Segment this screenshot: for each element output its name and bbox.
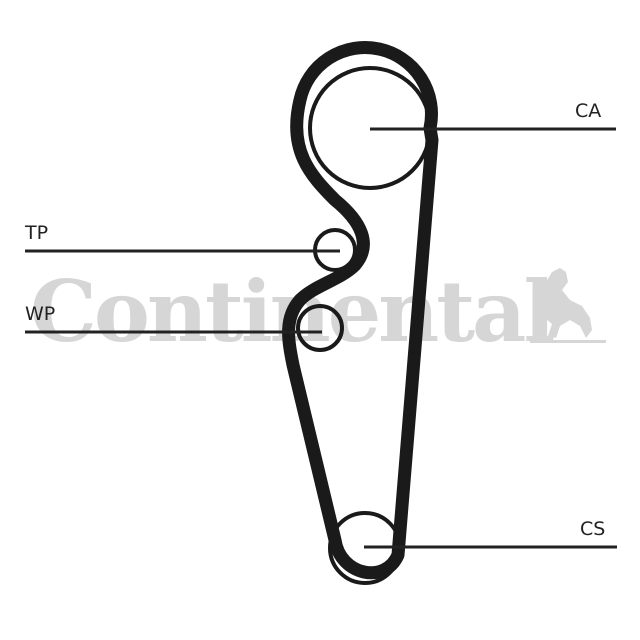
- label-wp: WP: [25, 303, 56, 325]
- label-tp: TP: [25, 222, 49, 244]
- timing-belt: [282, 41, 439, 580]
- label-ca: CA: [575, 100, 602, 122]
- pulley-wp: [296, 304, 344, 352]
- horse-logo-icon: [530, 268, 606, 343]
- label-cs: CS: [580, 518, 606, 540]
- leader-lines: [25, 127, 617, 549]
- pulleys: [296, 66, 432, 585]
